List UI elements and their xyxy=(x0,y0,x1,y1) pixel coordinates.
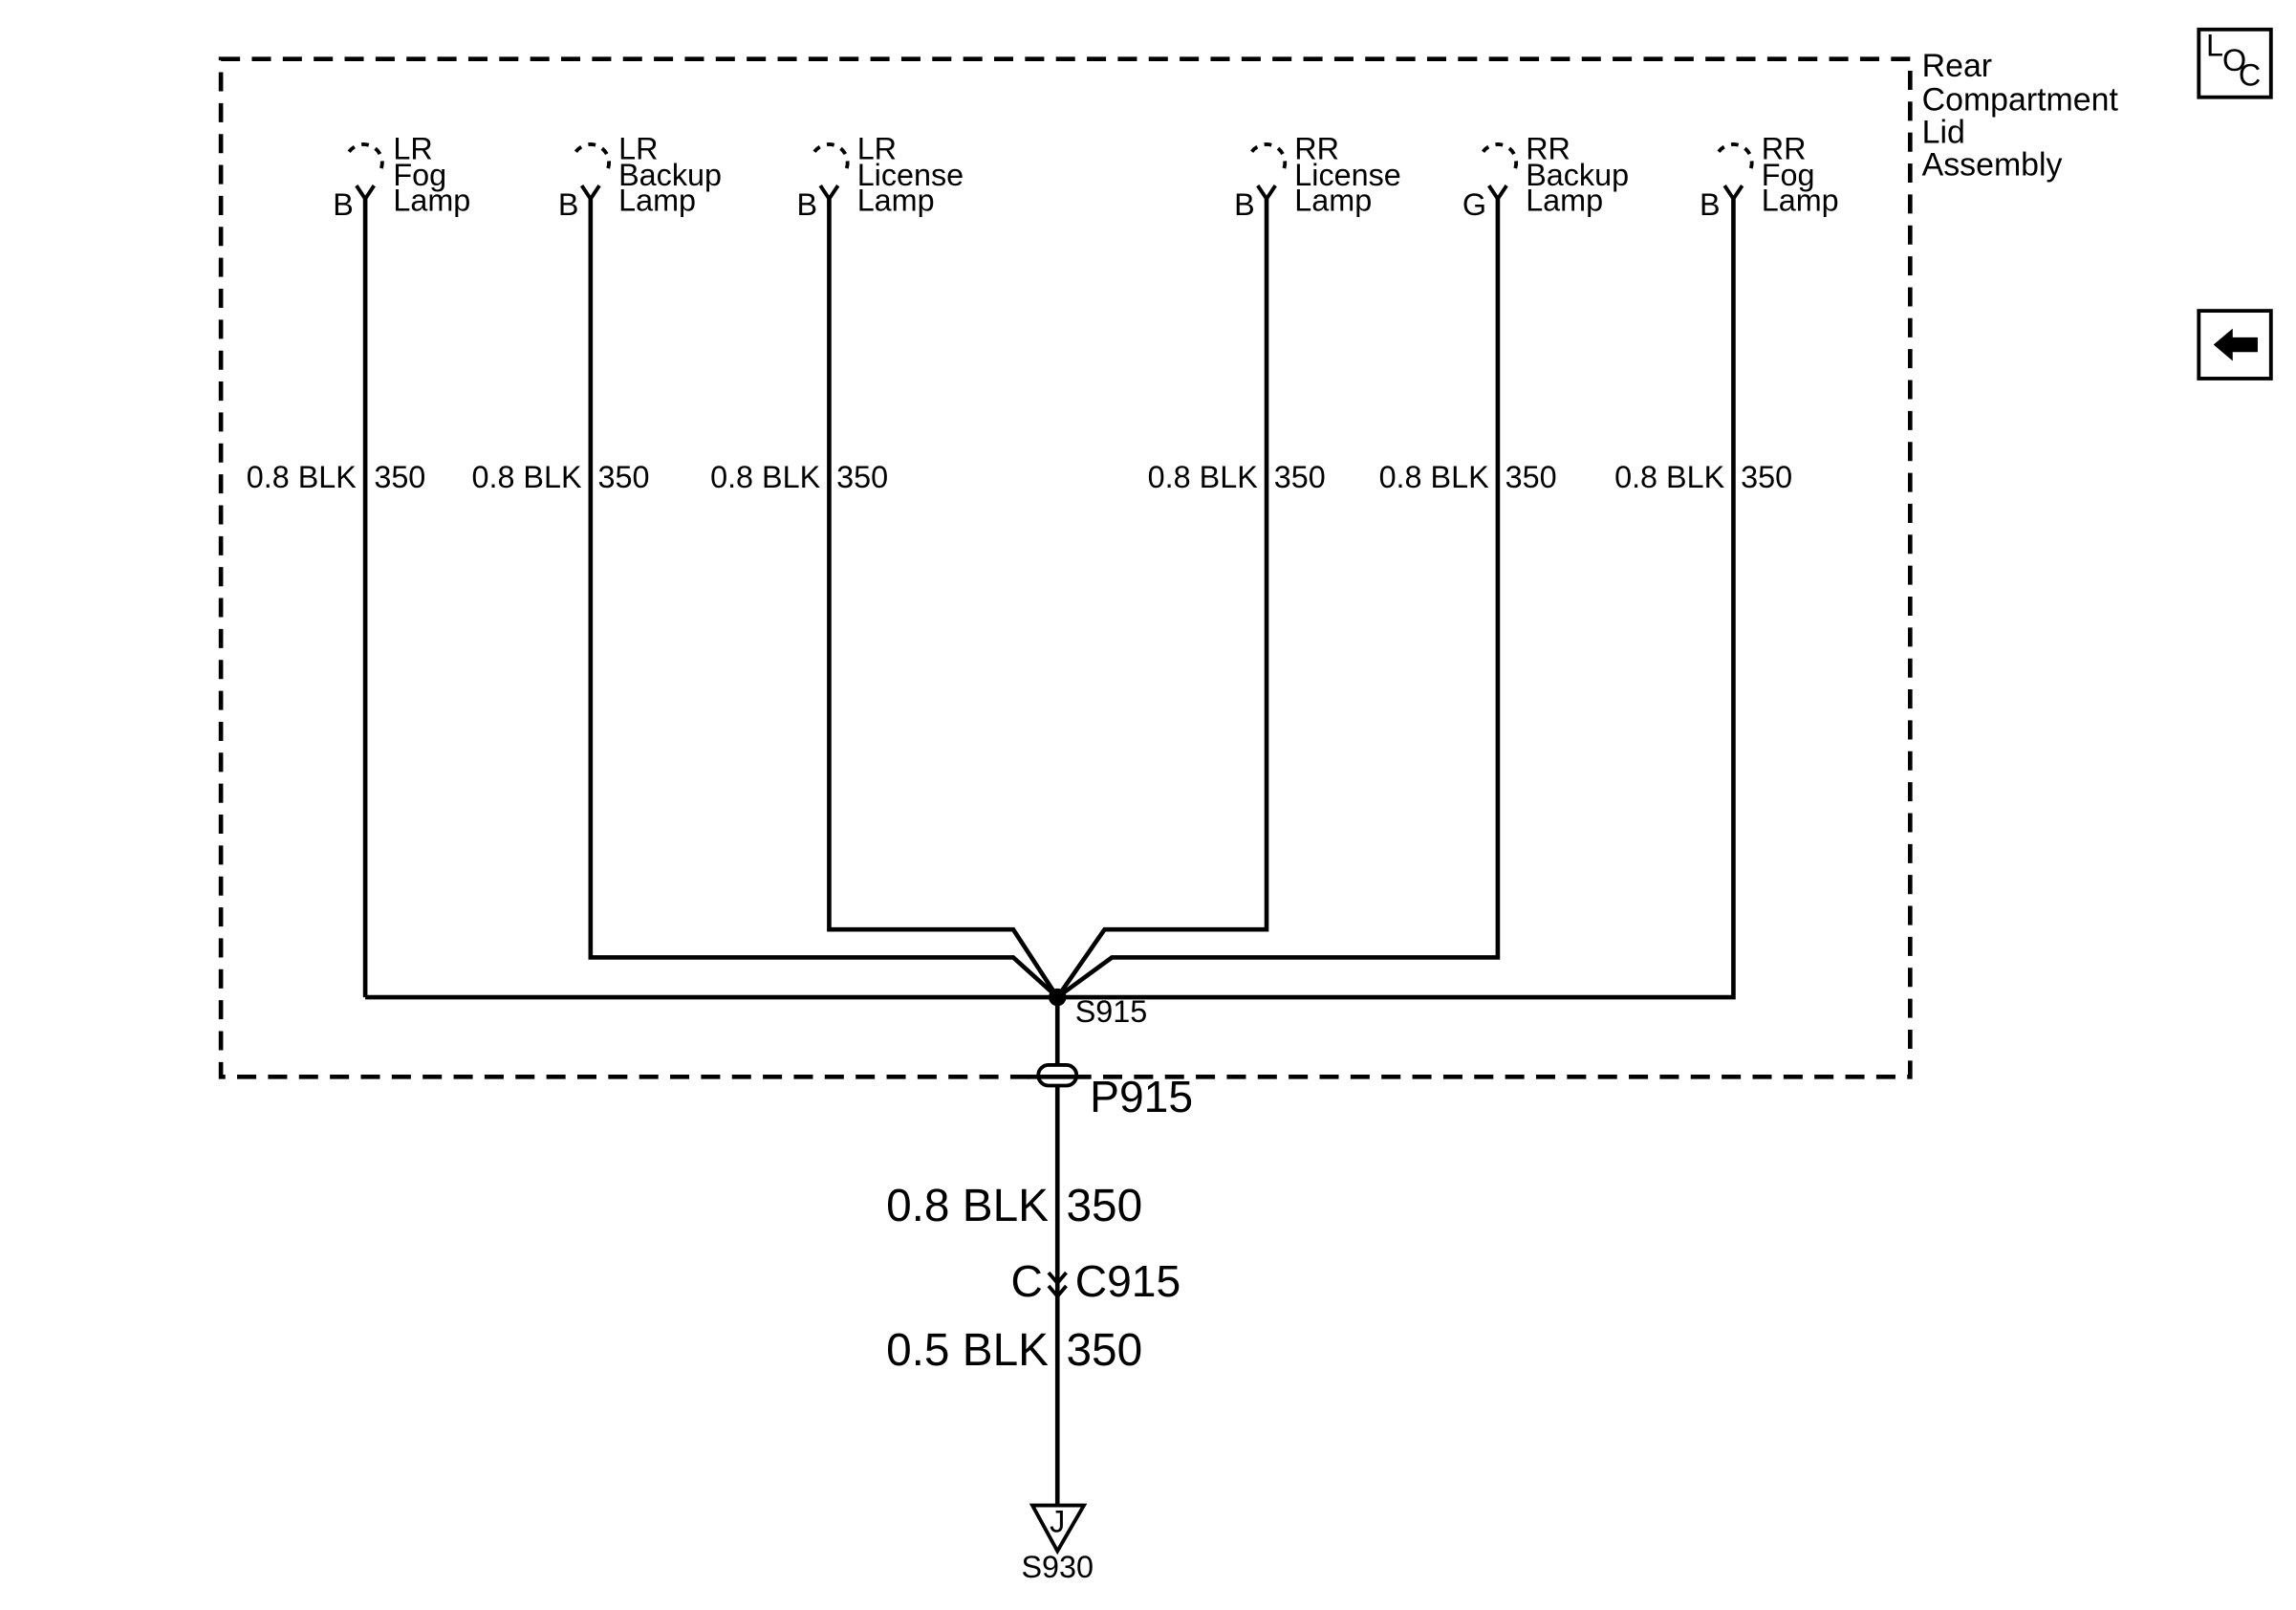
lamp-label-line-2: Backup xyxy=(1526,158,1629,192)
lamp-label-line-3: Lamp xyxy=(1294,183,1372,217)
lamp-label-line-2: Fog xyxy=(393,158,446,192)
lamp-label-line-2: Fog xyxy=(1762,158,1815,192)
ground-triangle-icon xyxy=(1029,1503,1088,1556)
wire-gauge-color: 0.8 BLK xyxy=(1614,460,1725,494)
assembly-label: Rear Compartment Lid Assembly xyxy=(1922,48,2119,183)
lamp-pin: G xyxy=(1462,187,1486,222)
left-arrow-icon xyxy=(2213,328,2258,361)
assembly-label-line-4: Assembly xyxy=(1922,146,2063,183)
lamp-label-line-1: LR xyxy=(857,131,897,165)
lamp-wire xyxy=(827,198,1060,999)
lamp-label-line-3: Lamp xyxy=(1526,183,1603,217)
lamp-label-line-1: RR xyxy=(1526,131,1570,165)
lamp-terminal-icon xyxy=(1722,185,1744,203)
lamp-pin: B xyxy=(1700,187,1721,222)
lamp-terminal-icon xyxy=(579,185,601,203)
lamp-pin: B xyxy=(797,187,818,222)
ground-letter: J xyxy=(1050,1504,1065,1538)
splice-label: S915 xyxy=(1075,994,1148,1029)
loc-icon-l: L xyxy=(2206,29,2223,63)
lamp-label-line-3: Lamp xyxy=(857,183,935,217)
lamp-bulb-icon xyxy=(812,142,850,175)
assembly-label-line-1: Rear xyxy=(1922,48,1992,84)
wire-circuit: 350 xyxy=(374,460,425,494)
connector-label: C915 xyxy=(1075,1256,1181,1306)
lamp-lr-license: B LR License Lamp 0.8 BLK 350 xyxy=(710,131,1060,999)
lamp-label-line-1: LR xyxy=(618,131,658,165)
lamp-terminal-icon xyxy=(1487,185,1508,203)
connector-pin: C xyxy=(1010,1256,1042,1306)
assembly-label-line-2: Compartment xyxy=(1922,82,2119,119)
rear-compartment-lid-boundary xyxy=(218,56,1913,1079)
wire-circuit: 350 xyxy=(1505,460,1557,494)
lamp-label-line-3: Lamp xyxy=(1762,183,1839,217)
main-wire-lower-circuit: 350 xyxy=(1066,1325,1142,1376)
lamp-rr-license: B RR License Lamp 0.8 BLK 350 xyxy=(1055,131,1401,999)
wire-circuit: 350 xyxy=(836,460,888,494)
lamp-rr-fog: B RR Fog Lamp 0.8 BLK 350 xyxy=(1057,131,1839,1000)
lamp-bulb-icon xyxy=(347,142,384,175)
lamp-label-line-3: Lamp xyxy=(393,183,470,217)
lamp-pin: B xyxy=(333,187,354,222)
lamp-label-line-3: Lamp xyxy=(618,183,696,217)
wire-gauge-color: 0.8 BLK xyxy=(1379,460,1490,494)
connector-chevron-icon xyxy=(1047,1271,1068,1299)
assembly-label-line-3: Lid xyxy=(1922,114,1965,150)
wire-gauge-color: 0.8 BLK xyxy=(710,460,821,494)
lamp-bulb-icon xyxy=(574,142,611,175)
lamp-wire xyxy=(1055,198,1269,999)
lamp-label-line-1: LR xyxy=(393,131,432,165)
lamp-lr-backup: B LR Backup Lamp 0.8 BLK 350 xyxy=(471,131,1059,999)
pass-through-label: P915 xyxy=(1090,1072,1193,1121)
wire-circuit: 350 xyxy=(1741,460,1792,494)
lamp-wire xyxy=(1055,198,1501,999)
lamp-pin: B xyxy=(558,187,579,222)
lamp-rr-backup: G RR Backup Lamp 0.8 BLK 350 xyxy=(1055,131,1629,999)
lamp-label-line-2: Backup xyxy=(618,158,722,192)
wire-circuit: 350 xyxy=(1274,460,1326,494)
loc-icon-c: C xyxy=(2239,57,2261,92)
lamp-bulb-icon xyxy=(1481,142,1519,175)
main-wire-upper-gauge-color: 0.8 BLK xyxy=(886,1181,1049,1231)
lamp-lr-fog: B LR Fog Lamp 0.8 BLK 350 xyxy=(247,131,470,998)
lamp-label-line-2: License xyxy=(1294,158,1400,192)
lamp-bulb-icon xyxy=(1717,142,1754,175)
back-button[interactable] xyxy=(2197,309,2273,381)
lamp-terminal-icon xyxy=(818,185,840,203)
wire-gauge-color: 0.8 BLK xyxy=(1148,460,1259,494)
lamp-label-line-2: License xyxy=(857,158,964,192)
wire-gauge-color: 0.8 BLK xyxy=(471,460,582,494)
lamp-pin: B xyxy=(1234,187,1255,222)
lamp-bulb-icon xyxy=(1250,142,1288,175)
lamp-wire xyxy=(588,198,1059,999)
lamp-terminal-icon xyxy=(1256,185,1277,203)
lamp-label-line-1: RR xyxy=(1762,131,1807,165)
loc-icon-o: O xyxy=(2222,43,2246,77)
wire-gauge-color: 0.8 BLK xyxy=(247,460,357,494)
ground-label: S930 xyxy=(1021,1550,1094,1584)
main-wire-lower-gauge-color: 0.5 BLK xyxy=(886,1325,1049,1376)
lamp-terminal-icon xyxy=(355,185,376,203)
lamp-wire xyxy=(1057,198,1736,1000)
main-wire-upper-circuit: 350 xyxy=(1066,1181,1142,1231)
pass-through-grommet-icon xyxy=(1028,1063,1091,1088)
wire-circuit: 350 xyxy=(598,460,650,494)
loc-button[interactable]: L O C xyxy=(2197,27,2273,99)
lamp-label-line-1: RR xyxy=(1294,131,1339,165)
